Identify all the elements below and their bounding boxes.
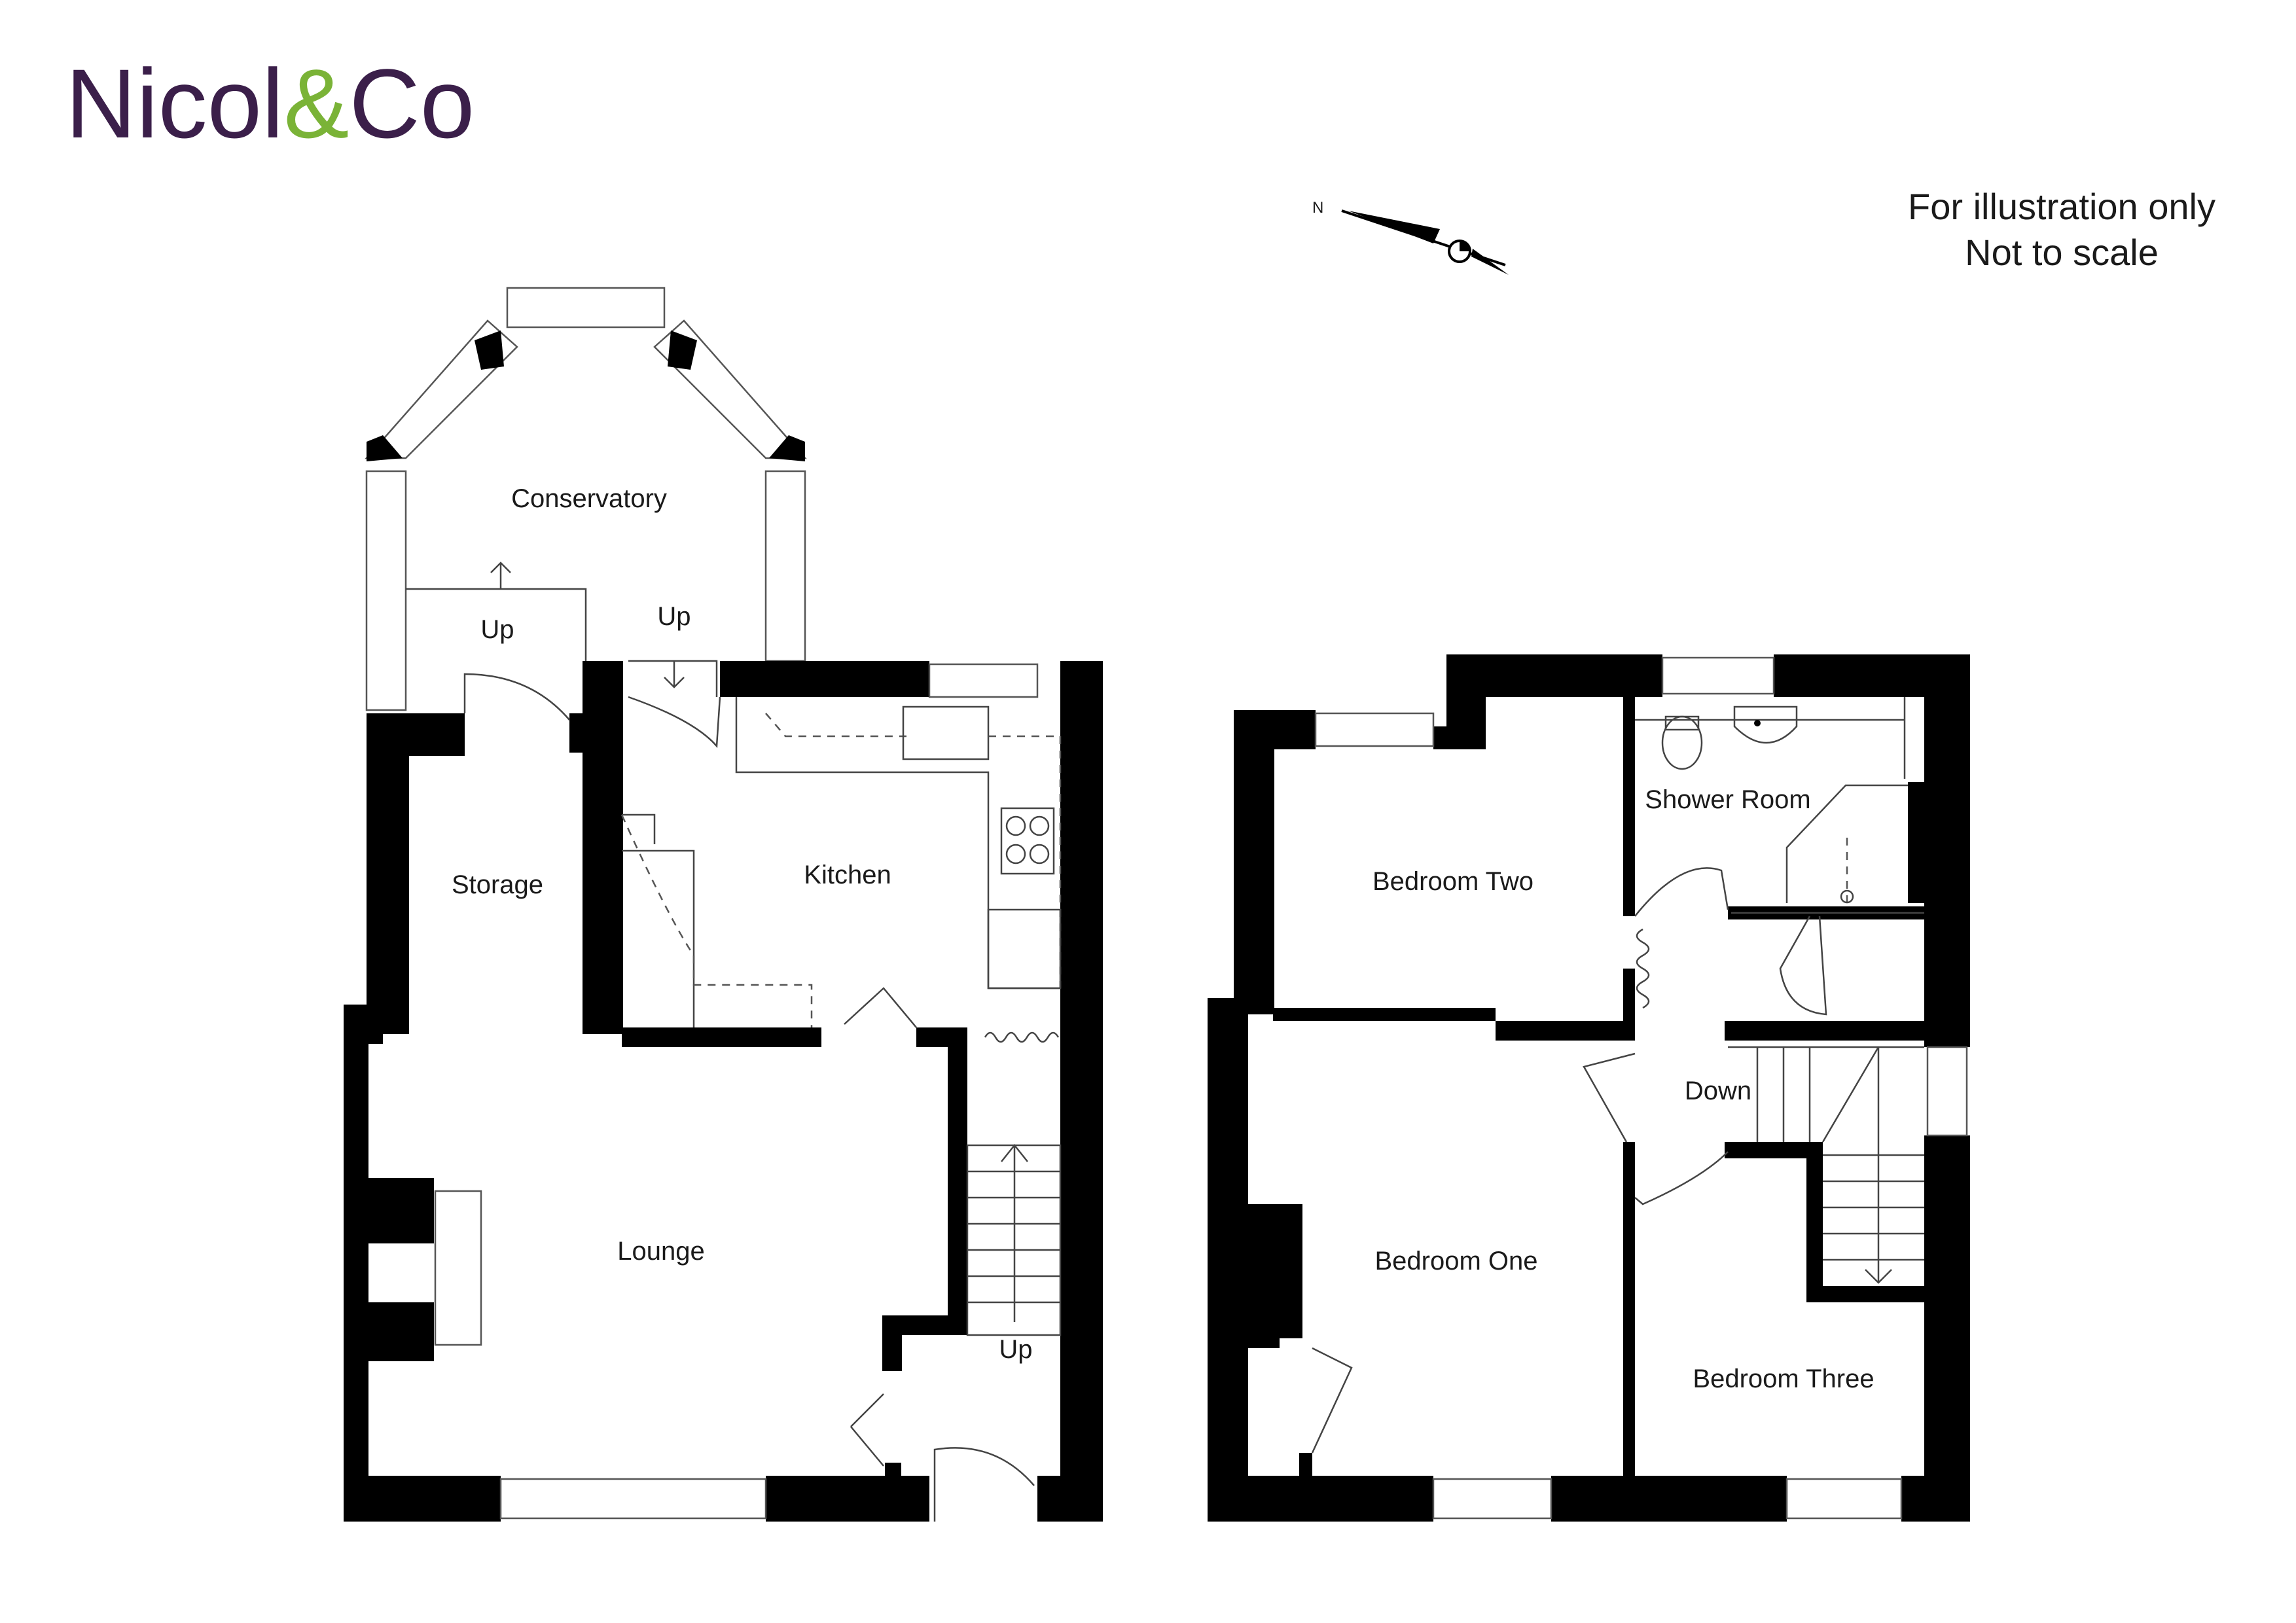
room-label-lounge: Lounge — [617, 1237, 704, 1266]
brand-ampersand: & — [283, 48, 349, 158]
room-label-bedroom-three: Bedroom Three — [1693, 1364, 1874, 1393]
compass-icon: N — [1312, 199, 1509, 275]
arrow-label-up-stairs: Up — [999, 1335, 1032, 1364]
first-floor: Bedroom Two Shower Room Down Bedroom One… — [1208, 654, 1970, 1522]
ground-floor-stairs — [966, 1143, 1062, 1336]
room-label-conservatory: Conservatory — [511, 484, 667, 513]
notice-line-1: For illustration only — [1908, 186, 2215, 227]
notice-line-2: Not to scale — [1965, 232, 2159, 273]
compass-label: N — [1312, 199, 1323, 217]
ground-floor-walls — [344, 661, 1103, 1522]
arrow-label-up-mid: Up — [657, 602, 691, 631]
room-label-kitchen: Kitchen — [804, 861, 891, 889]
room-label-storage: Storage — [452, 870, 543, 899]
brand-logo: Nicol&Co — [65, 48, 475, 158]
arrow-label-up-left: Up — [480, 615, 514, 644]
ground-floor: Conservatory Up Up Storage Kitchen Loung… — [344, 287, 1103, 1522]
brand-name: Nicol — [65, 48, 283, 158]
brand-suffix: Co — [349, 48, 475, 158]
arrow-label-down: Down — [1685, 1077, 1751, 1105]
room-label-bedroom-one: Bedroom One — [1374, 1247, 1537, 1275]
svg-text:Nicol&Co: Nicol&Co — [65, 48, 475, 158]
room-label-bedroom-two: Bedroom Two — [1372, 867, 1534, 896]
first-floor-stairs — [1728, 1046, 1924, 1284]
room-label-shower-room: Shower Room — [1645, 785, 1810, 814]
first-floor-walls — [1208, 654, 1970, 1522]
